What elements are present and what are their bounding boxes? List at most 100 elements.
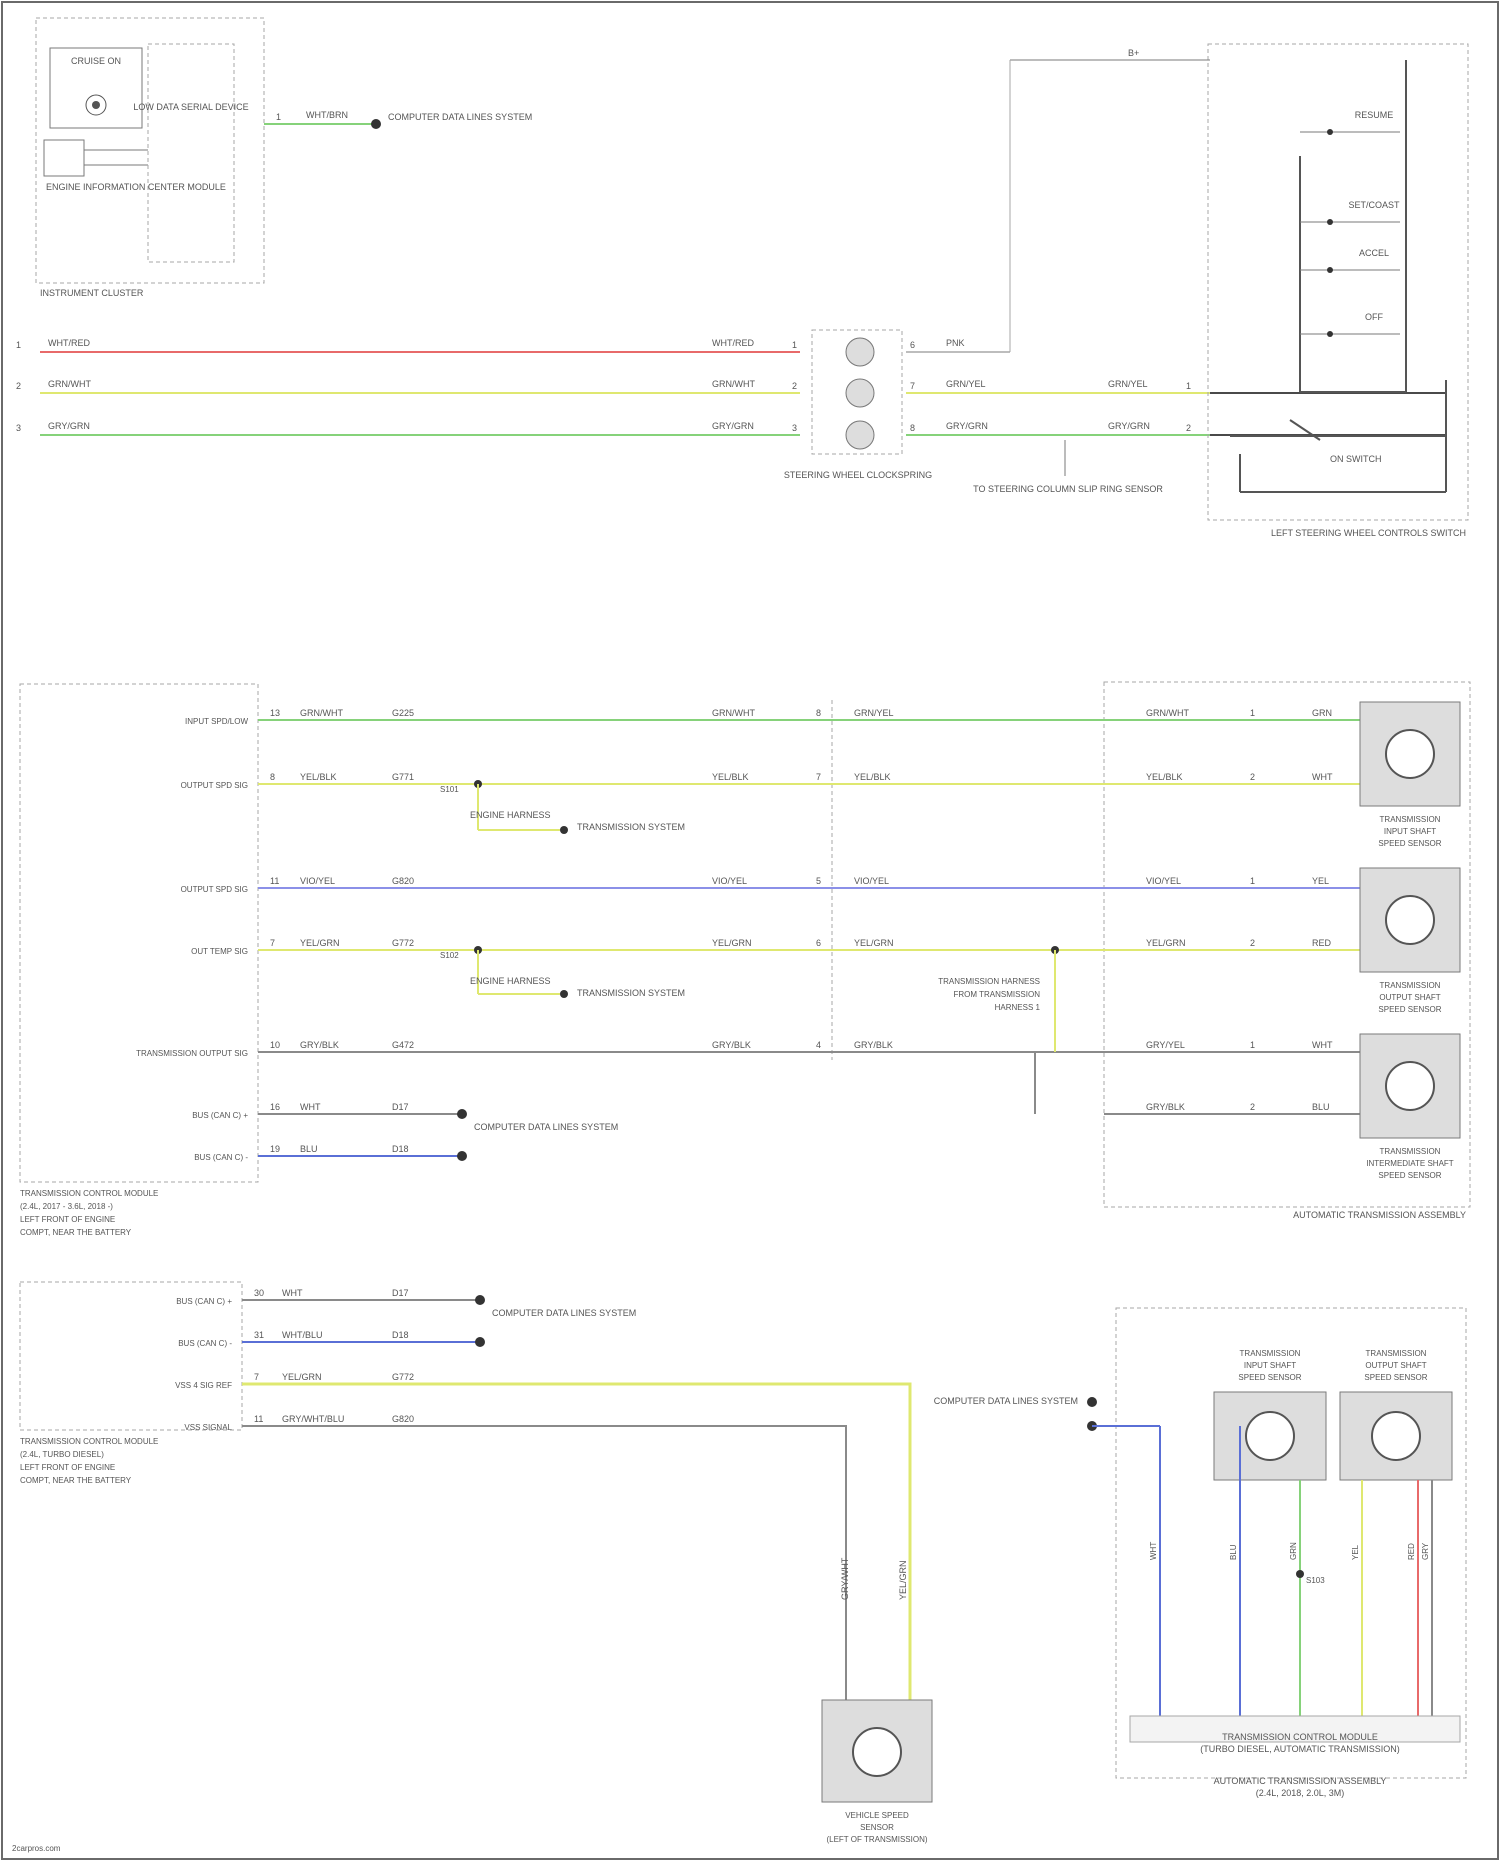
signal-pin: 10	[270, 1040, 280, 1050]
watermark: 2carpros.com	[12, 1844, 61, 1853]
signal-sensor-label: BLU	[1312, 1102, 1330, 1112]
harness-mid-label: GRN/WHT	[712, 379, 755, 389]
signal-sensor-pin: 2	[1250, 1102, 1255, 1112]
tcm-harness-line: FROM TRANSMISSION	[953, 990, 1040, 999]
signal-sensor-pin: 1	[1250, 1040, 1255, 1050]
signal-sensor-label: GRN	[1312, 708, 1332, 718]
bottom-signal-pin: 30	[254, 1288, 264, 1298]
switch-dot	[1327, 129, 1333, 135]
pcm-module-label: ENGINE INFORMATION CENTER MODULE	[46, 182, 226, 192]
splice-s101: S101	[440, 785, 459, 794]
bottom-signal-circuit: D17	[392, 1288, 409, 1298]
vss-label-line: (LEFT OF TRANSMISSION)	[826, 1835, 927, 1844]
harness-wire-label: WHT/RED	[48, 338, 90, 348]
bottom-bus-dot	[475, 1295, 485, 1305]
cluster-wire-label: WHT/BRN	[306, 110, 348, 120]
harness-pin: 2	[16, 381, 21, 391]
bottom-bus-target: COMPUTER DATA LINES SYSTEM	[492, 1308, 636, 1318]
bottom-signal-wire-label: WHT/BLU	[282, 1330, 323, 1340]
bottom-signal-wire-label: YEL/GRN	[282, 1372, 322, 1382]
bottom-signal-pin: 11	[254, 1414, 263, 1424]
bottom-signal-circuit: D18	[392, 1330, 409, 1340]
signal-right-label: GRN/YEL	[854, 708, 894, 718]
speed-sensor-label: INPUT SHAFT	[1384, 827, 1436, 836]
harness-right-pin: 2	[1186, 423, 1191, 433]
right-bus-dot-1	[1087, 1397, 1097, 1407]
right-wire-label: BLU	[1229, 1544, 1238, 1560]
switch-label: RESUME	[1355, 110, 1394, 120]
signal-wire-label: VIO/YEL	[300, 876, 335, 886]
signal-label: TRANSMISSION OUTPUT SIG	[136, 1049, 248, 1058]
bottom-signal-circuit: G820	[392, 1414, 414, 1424]
clockspring-out-pin: 7	[910, 381, 915, 391]
signal-circuit: G225	[392, 708, 414, 718]
signal-sensor-pin: 1	[1250, 876, 1255, 886]
trans-system-label-1: TRANSMISSION SYSTEM	[577, 822, 685, 832]
signal-circuit: G772	[392, 938, 414, 948]
switch-label: SET/COAST	[1348, 200, 1400, 210]
signal-connector-pin: 6	[816, 938, 821, 948]
signal-circuit: G472	[392, 1040, 414, 1050]
signal-connector-pin: 8	[816, 708, 821, 718]
signal-sensor-label: WHT	[1312, 772, 1333, 782]
signal-sensor-wire: VIO/YEL	[1146, 876, 1181, 886]
trans-system-label-2: TRANSMISSION SYSTEM	[577, 988, 685, 998]
signal-right-label: YEL/GRN	[854, 938, 894, 948]
right-sensor-label: SPEED SENSOR	[1364, 1373, 1427, 1382]
bottom-pcm-title-line: LEFT FRONT OF ENGINE	[20, 1463, 115, 1472]
clockspring-out-pin: 6	[910, 340, 915, 350]
harness-pin: 3	[16, 423, 21, 433]
clockspring-in-pin: 3	[792, 423, 797, 433]
splice-end-1	[560, 826, 568, 834]
tcm-harness-line: TRANSMISSION HARNESS	[938, 977, 1040, 986]
harness-right-wire-label: GRN/YEL	[946, 379, 986, 389]
right-wire-label: RED	[1407, 1543, 1416, 1560]
switch-dot	[1327, 331, 1333, 337]
signal-sensor-label: WHT	[1312, 1040, 1333, 1050]
cluster-pin: 1	[276, 112, 281, 122]
signal-sensor-wire: YEL/BLK	[1146, 772, 1183, 782]
bus-label: BUS (CAN C) +	[192, 1111, 248, 1120]
bus-wire-label: WHT	[300, 1102, 321, 1112]
signal-pin: 11	[270, 876, 279, 886]
signal-sensor-wire: GRY/YEL	[1146, 1040, 1185, 1050]
bottom-signal-wire-label: GRY/WHT/BLU	[282, 1414, 344, 1424]
harness-mid-label: GRY/GRN	[712, 421, 754, 431]
signal-right-label: YEL/BLK	[854, 772, 891, 782]
signal-label: INPUT SPD/LOW	[185, 717, 248, 726]
engine-harness-label-1: ENGINE HARNESS	[470, 810, 551, 820]
clockspring-in-pin: 2	[792, 381, 797, 391]
right-bus-label: COMPUTER DATA LINES SYSTEM	[934, 1396, 1078, 1406]
right-sensor-label: SPEED SENSOR	[1238, 1373, 1301, 1382]
right-sensor-label: INPUT SHAFT	[1244, 1361, 1296, 1370]
cluster-network-dot	[371, 119, 381, 129]
clockspring-contact-2	[846, 379, 874, 407]
signal-wire-label: YEL/BLK	[300, 772, 337, 782]
signal-connector-pin: 7	[816, 772, 821, 782]
signal-connector-label: YEL/BLK	[712, 772, 749, 782]
bottom-signal-label: VSS SIGNAL	[184, 1423, 232, 1432]
clockspring-out-pin: 8	[910, 423, 915, 433]
speed-sensor-label: TRANSMISSION	[1380, 1147, 1441, 1156]
speed-sensor-icon	[1386, 730, 1434, 778]
splice-end-2	[560, 990, 568, 998]
harness-wire-label: GRN/WHT	[48, 379, 91, 389]
speed-sensor-label: SPEED SENSOR	[1378, 839, 1441, 848]
signal-sensor-wire: YEL/GRN	[1146, 938, 1186, 948]
tcm-box-label-2: (TURBO DIESEL, AUTOMATIC TRANSMISSION)	[1200, 1744, 1400, 1754]
switch-dot	[1327, 267, 1333, 273]
right-wire-label: YEL	[1351, 1544, 1360, 1560]
harness-right-pin: 1	[1186, 381, 1191, 391]
on-switch-label: ON SWITCH	[1330, 454, 1382, 464]
pcm-title-line: TRANSMISSION CONTROL MODULE	[20, 1189, 158, 1198]
bus-label: BUS (CAN C) -	[194, 1153, 248, 1162]
signal-sensor-pin: 2	[1250, 938, 1255, 948]
engine-harness-label-2: ENGINE HARNESS	[470, 976, 551, 986]
harness-wire-label: GRY/GRN	[48, 421, 90, 431]
steering-switch-title: LEFT STEERING WHEEL CONTROLS SWITCH	[1271, 528, 1466, 538]
signal-right-label: GRY/BLK	[854, 1040, 893, 1050]
tcm-box-label-1: TRANSMISSION CONTROL MODULE	[1222, 1732, 1378, 1742]
bottom-signal-label: BUS (CAN C) +	[176, 1297, 232, 1306]
speed-sensor-icon	[1386, 1062, 1434, 1110]
